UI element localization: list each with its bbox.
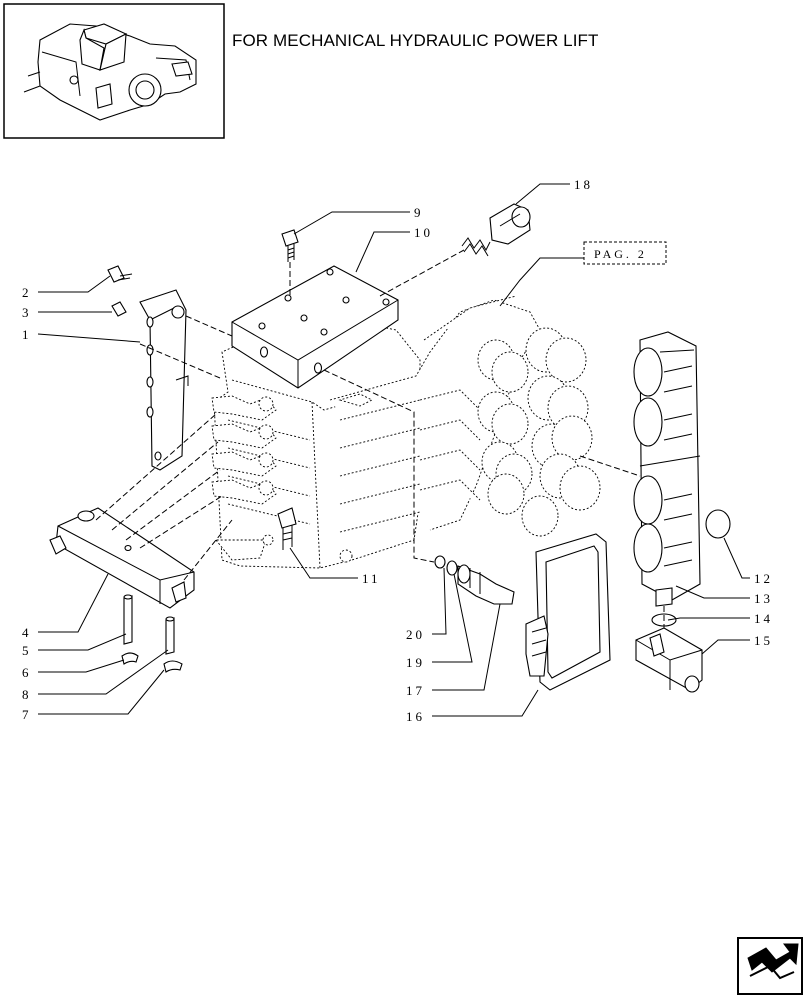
callout-20: 20 (406, 627, 425, 642)
o-ring-20 (434, 555, 446, 569)
leader-lines (37, 183, 750, 717)
callout-12: 12 (754, 571, 773, 586)
cap-12 (705, 509, 731, 539)
callout-14: 14 (754, 611, 773, 626)
callout-18: 18 (574, 177, 593, 192)
callout-17: 17 (406, 683, 425, 698)
quick-couplers (477, 327, 601, 537)
next-page-arrow-icon[interactable] (737, 937, 803, 995)
screw-3 (111, 301, 127, 317)
callout-2: 2 (22, 285, 32, 300)
page-reference-label: PAG. 2 (594, 247, 647, 261)
assembly-lines (95, 249, 665, 628)
callout-5: 5 (22, 643, 32, 658)
o-ring-19 (446, 560, 458, 576)
callout-7: 7 (22, 707, 32, 722)
gasket-16 (525, 533, 611, 691)
lever-arms (211, 395, 277, 505)
callout-15: 15 (754, 633, 773, 648)
callout-1: 1 (22, 327, 32, 342)
callout-10: 10 (414, 225, 433, 240)
callout-3: 3 (22, 305, 32, 320)
callout-19: 19 (406, 655, 425, 670)
clip-6 (121, 652, 139, 665)
spring (461, 237, 491, 257)
screw-11 (277, 507, 297, 550)
sensor-17 (457, 564, 515, 605)
cover-plate (231, 265, 399, 389)
callout-11: 11 (362, 571, 381, 586)
callout-6: 6 (22, 665, 32, 680)
cap-screw-9 (281, 229, 299, 262)
block-15 (635, 627, 703, 693)
page-reference-box[interactable]: PAG. 2 (583, 241, 667, 265)
cover-13 (633, 331, 701, 607)
thumbnail-valve-icon (23, 23, 197, 121)
page-title: FOR MECHANICAL HYDRAULIC POWER LIFT (232, 31, 599, 50)
coupler-column-1 (477, 339, 559, 537)
callout-13: 13 (754, 591, 773, 606)
pin-5 (123, 594, 133, 645)
bracket-1 (139, 289, 189, 471)
thumbnail-frame (3, 3, 225, 139)
link-bar-4 (49, 507, 195, 609)
plug-18 (489, 203, 531, 245)
callout-16: 16 (406, 709, 425, 724)
screw-2 (107, 265, 133, 283)
callout-4: 4 (22, 625, 32, 640)
callout-8: 8 (22, 687, 32, 702)
coupler-column-2 (525, 327, 601, 511)
callout-9: 9 (414, 205, 424, 220)
clip-7 (163, 660, 183, 673)
pin-8 (165, 616, 175, 655)
